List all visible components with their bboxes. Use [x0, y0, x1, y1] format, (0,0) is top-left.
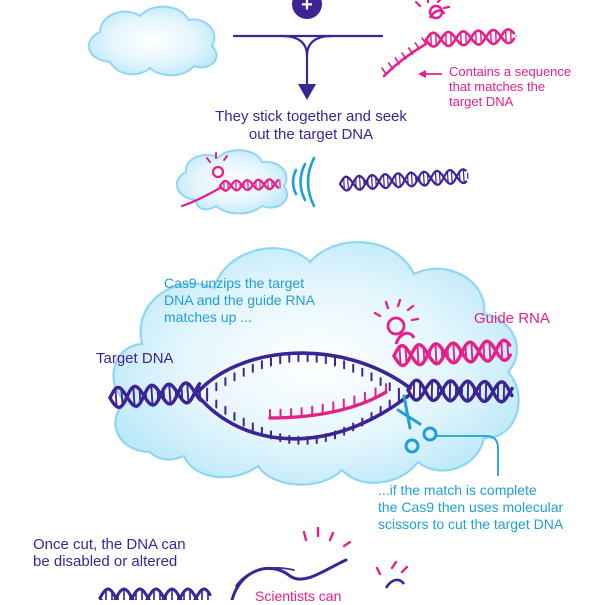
guide-sequence-note: Contains a sequence that matches the tar… [449, 64, 572, 109]
arrow-down-icon [298, 84, 316, 100]
pointer-line-blue [436, 435, 499, 476]
stick-together-caption: They stick together and seek out the tar… [215, 108, 407, 143]
scissors-icon [396, 394, 438, 454]
cas9-unzips-caption: Cas9 unzips the target DNA and the guide… [164, 275, 315, 325]
signal-waves-icon [291, 156, 316, 208]
guide-rna-large [373, 298, 512, 368]
target-dna-large [108, 351, 514, 445]
guide-rna-top [381, 0, 517, 78]
cas9-guide-complex [175, 149, 289, 215]
cut-dna-bottom [98, 526, 409, 600]
guide-rna-label: Guide RNA [474, 310, 550, 327]
scientists-can-caption: Scientists can [255, 588, 342, 604]
target-dna-small [338, 168, 469, 192]
merge-arrow [232, 34, 384, 90]
cas9-protein-cloud-top [87, 5, 218, 77]
pointer-arrowhead-pink [418, 70, 426, 78]
target-dna-label: Target DNA [96, 350, 174, 367]
plus-symbol: + [301, 0, 313, 16]
plus-badge: + [292, 0, 322, 19]
once-cut-caption: Once cut, the DNA can be disabled or alt… [33, 536, 186, 570]
match-complete-caption: ...if the match is complete the Cas9 the… [378, 482, 564, 532]
